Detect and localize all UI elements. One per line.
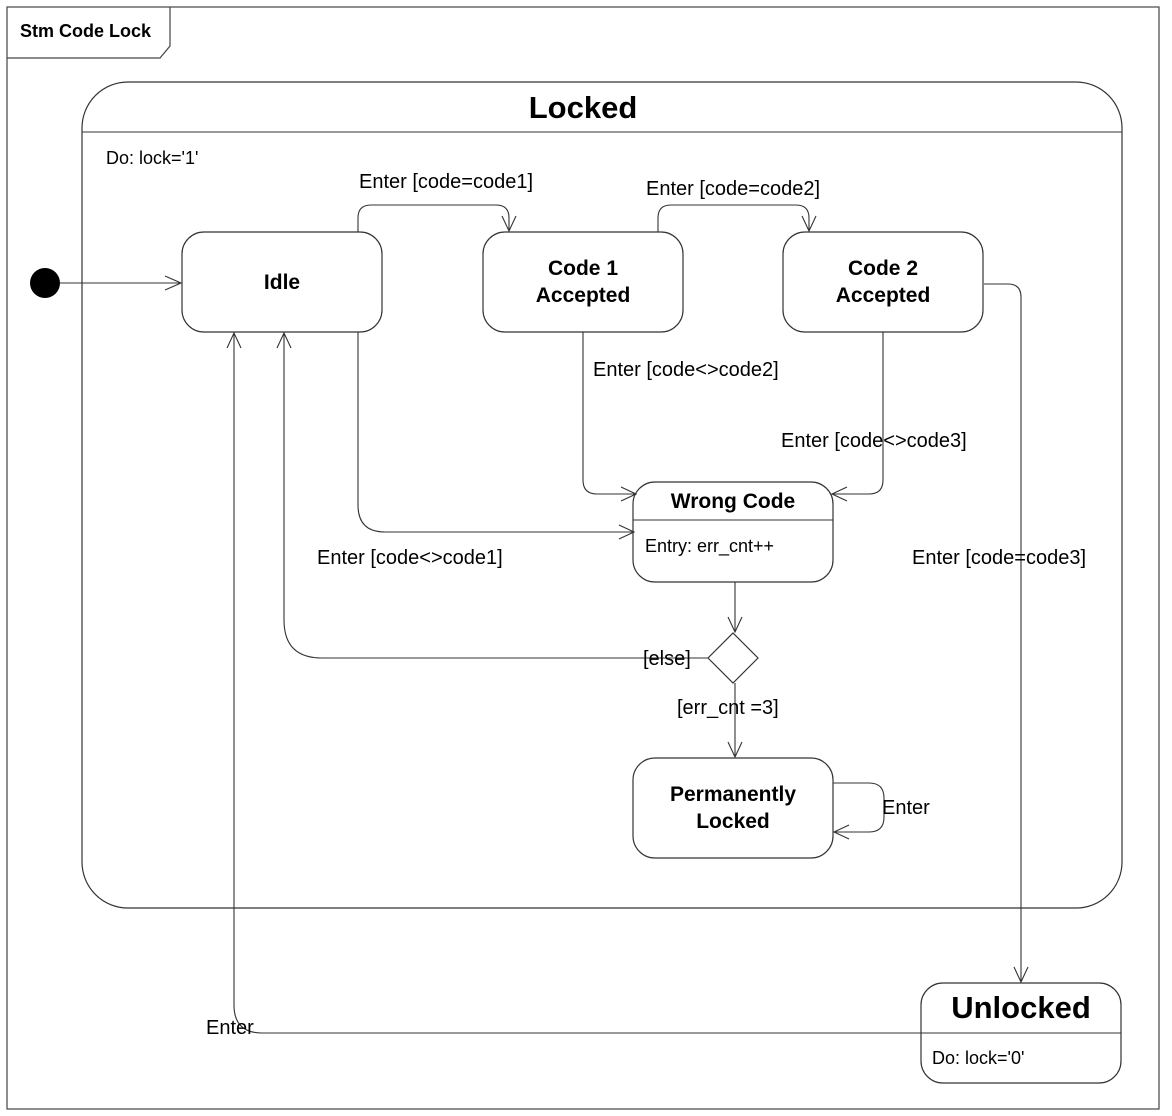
transition-code1-to-code2-path: [657, 204, 810, 232]
transition-code2-to-unlocked-path: [984, 283, 1022, 982]
transition-idle-to-code1-label: Enter [code=code1]: [359, 171, 533, 193]
transition-code1-to-code2-arrowhead: [801, 215, 817, 233]
state-code2-box: [782, 231, 984, 333]
transition-choice-else-label: [else]: [643, 648, 691, 670]
transition-unlocked-to-idle-label: Enter: [206, 1017, 254, 1039]
state-locked-name: Locked: [529, 90, 638, 125]
transition-choice-errcnt-label: [err_cnt =3]: [677, 697, 779, 719]
state-locked-activity: Do: lock='1': [106, 148, 198, 168]
state-unlocked-name: Unlocked: [951, 990, 1091, 1025]
transition-code1-to-code2[interactable]: Enter [code=code2]: [646, 178, 820, 233]
state-perm-locked-line1: Permanently: [670, 783, 796, 806]
transition-unlocked-to-idle-arrowhead: [226, 331, 242, 349]
transition-choice-else-arrowhead: [276, 331, 292, 349]
transition-code2-to-unlocked-arrowhead: [1013, 966, 1029, 984]
transition-choice-to-perm-locked[interactable]: [err_cnt =3]: [677, 683, 779, 759]
transition-code2-to-wrong-label: Enter [code<>code3]: [781, 430, 967, 452]
state-code1-box: [482, 231, 684, 333]
transition-unlocked-to-idle-path: [233, 333, 921, 1034]
transition-choice-else-to-idle[interactable]: [else]: [276, 331, 708, 670]
transition-code1-to-wrong-arrowhead: [620, 486, 638, 502]
transition-unlocked-to-idle[interactable]: Enter: [206, 331, 921, 1039]
choice-pseudostate: [707, 632, 759, 684]
state-idle-box: [181, 231, 383, 333]
transition-code1-to-wrong-label: Enter [code<>code2]: [593, 359, 779, 381]
state-code2-accepted[interactable]: Code 2 Accepted: [782, 231, 984, 333]
state-wrong-code[interactable]: Wrong Code Entry: err_cnt++: [632, 481, 834, 583]
state-unlocked[interactable]: Unlocked Do: lock='0': [920, 982, 1122, 1084]
transition-perm-self-path: [833, 782, 885, 833]
transition-perm-locked-self[interactable]: Enter: [832, 782, 930, 840]
frame-title-tab: [7, 7, 171, 59]
transition-perm-self-arrowhead: [832, 824, 850, 840]
transition-code2-to-wrong-arrowhead: [830, 486, 848, 502]
initial-transition-arrowhead: [164, 275, 183, 291]
transition-wrong-to-choice-arrowhead: [727, 616, 743, 634]
state-permanently-locked[interactable]: Permanently Locked: [632, 757, 834, 859]
transition-code2-to-wrong[interactable]: Enter [code<>code3]: [781, 332, 967, 502]
transition-idle-to-wrong-path: [357, 332, 634, 533]
state-locked-box: [81, 81, 1123, 909]
transition-idle-to-wrong-label: Enter [code<>code1]: [317, 547, 503, 569]
state-code1-line1: Code 1: [548, 257, 618, 280]
transition-wrong-to-choice[interactable]: [727, 582, 743, 634]
state-perm-locked-line2: Locked: [696, 810, 770, 833]
transition-code2-to-wrong-path: [832, 332, 884, 495]
state-code2-line2: Accepted: [836, 284, 931, 307]
transition-idle-to-code1-path: [357, 204, 510, 232]
state-code2-line1: Code 2: [848, 257, 918, 280]
transition-code1-to-code2-label: Enter [code=code2]: [646, 178, 820, 200]
transition-choice-else-path: [283, 333, 708, 659]
transition-code1-to-wrong-path: [582, 332, 636, 495]
state-wrong-code-name: Wrong Code: [671, 490, 795, 513]
frame-title: Stm Code Lock: [20, 21, 152, 41]
transition-code2-to-unlocked[interactable]: Enter [code=code3]: [912, 283, 1086, 984]
transition-idle-to-wrong-arrowhead: [618, 524, 636, 540]
transition-choice-errcnt-arrowhead: [727, 741, 743, 759]
transition-idle-to-code1-arrowhead: [501, 215, 517, 233]
transition-idle-to-code1[interactable]: Enter [code=code1]: [357, 171, 533, 233]
state-perm-locked-box: [632, 757, 834, 859]
initial-pseudostate: [30, 268, 60, 298]
state-code1-line2: Accepted: [536, 284, 631, 307]
state-unlocked-activity: Do: lock='0': [932, 1048, 1024, 1068]
transition-perm-self-label: Enter: [882, 797, 930, 819]
state-wrong-code-activity: Entry: err_cnt++: [645, 536, 774, 557]
state-locked[interactable]: Locked Do: lock='1': [81, 81, 1123, 909]
diagram-frame: [6, 6, 1160, 1110]
state-code1-accepted[interactable]: Code 1 Accepted: [482, 231, 684, 333]
state-idle-name: Idle: [264, 271, 300, 294]
transition-idle-to-wrong[interactable]: Enter [code<>code1]: [317, 332, 636, 569]
transition-code1-to-wrong[interactable]: Enter [code<>code2]: [582, 332, 779, 502]
state-idle[interactable]: Idle: [181, 231, 383, 333]
transition-code2-to-unlocked-label: Enter [code=code3]: [912, 547, 1086, 569]
